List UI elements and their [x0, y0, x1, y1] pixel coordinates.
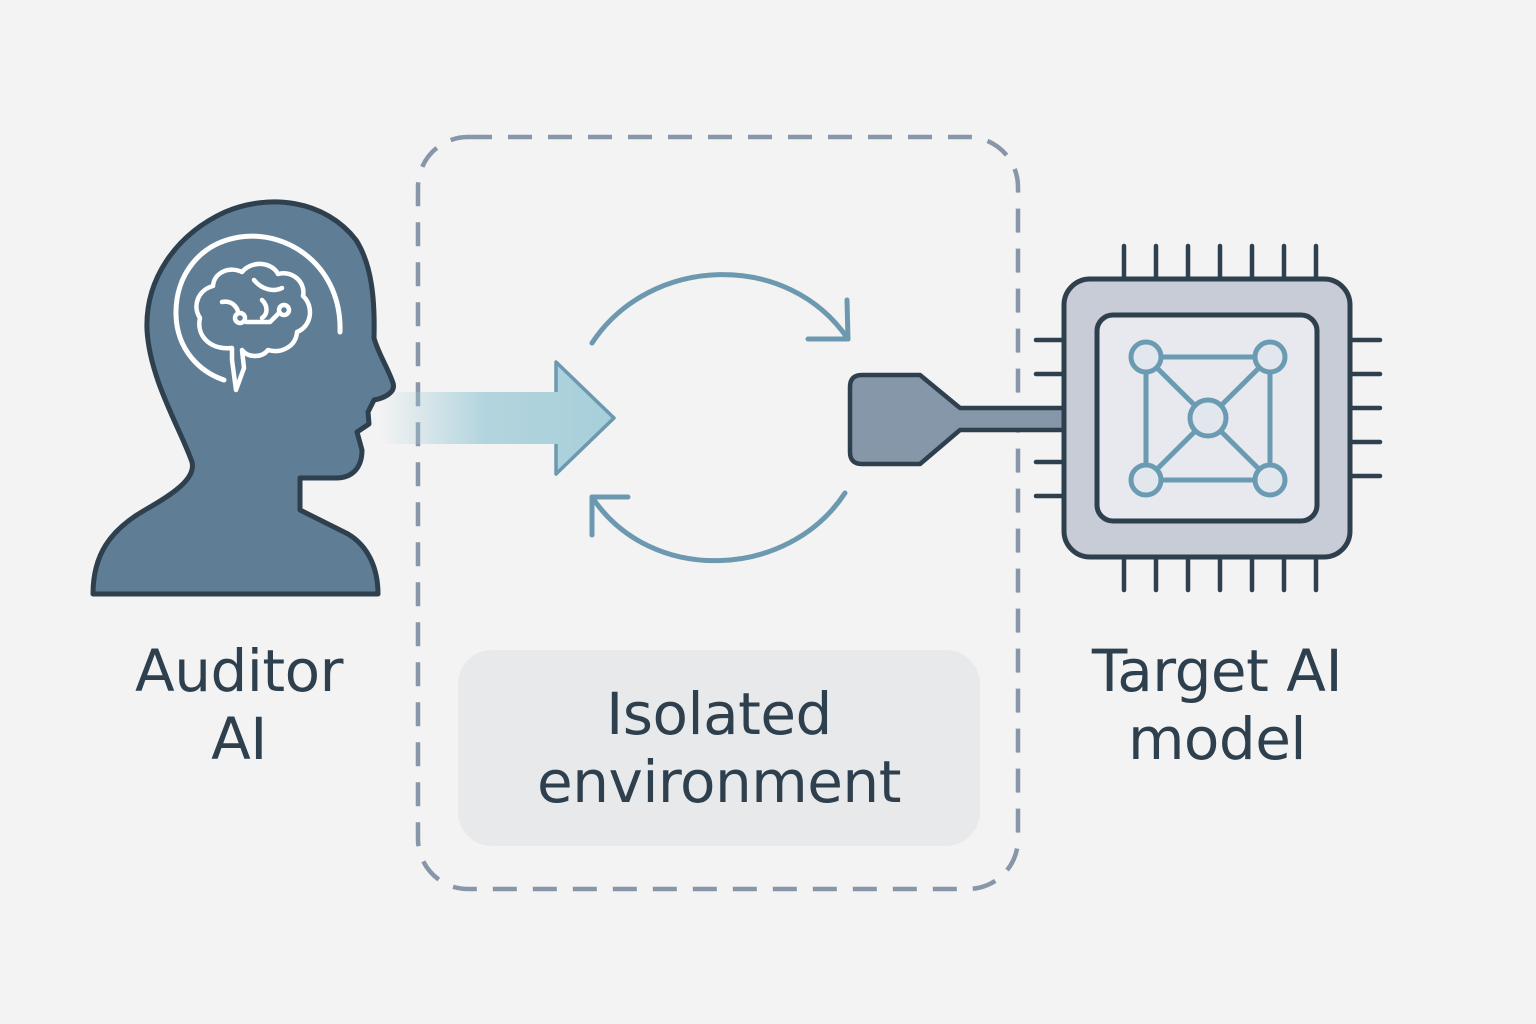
auditor-ai-label: Auditor AI [100, 637, 378, 773]
isolated-environment-label: Isolated environment [458, 680, 980, 816]
target-label-line1: Target AI [1091, 637, 1343, 705]
cycle-arrow-bottom-head [589, 494, 631, 538]
target-label-line2: model [1127, 705, 1307, 773]
isolated-environment-panel [458, 650, 980, 846]
microchip-network-icon [1033, 243, 1383, 593]
brain-arc [173, 233, 343, 383]
auditor-label-line2: AI [211, 705, 267, 773]
cycle-arrows-icon [589, 272, 851, 564]
head-with-brain-icon [90, 199, 396, 597]
cycle-arrow-top-head [805, 297, 851, 342]
right-arrow-icon [380, 360, 616, 476]
target-ai-model-label: Target AI model [1058, 637, 1376, 773]
probe-connector-icon [847, 372, 1071, 467]
head-silhouette [90, 199, 396, 597]
environment-label-line2: environment [537, 748, 901, 816]
brain-icon [194, 261, 313, 393]
isolated-environment-border [415, 134, 1021, 892]
cycle-arrow-top [589, 272, 851, 346]
auditor-label-line1: Auditor [135, 637, 343, 705]
environment-label-line1: Isolated [606, 680, 832, 748]
cycle-arrow-bottom [589, 490, 848, 564]
